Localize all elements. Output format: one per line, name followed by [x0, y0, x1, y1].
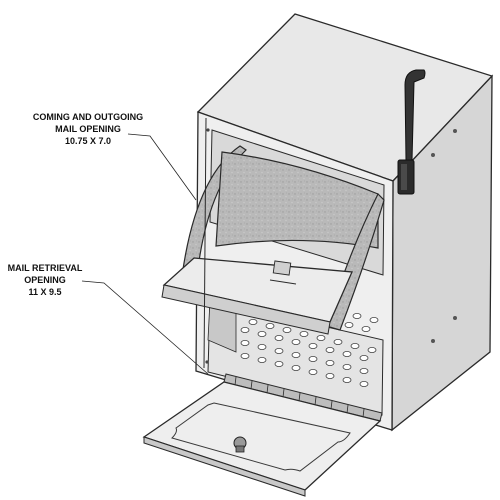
side-screw [453, 129, 457, 133]
side-screw [431, 339, 435, 343]
front-frame-edge [203, 117, 207, 369]
drop-door-tray-lip [161, 284, 331, 335]
callout-retrieval-opening-line: MAIL RETRIEVAL [7, 263, 83, 273]
tray-latch-slot [269, 279, 297, 285]
callout-mail-opening-line: COMING AND OUTGOING [32, 112, 144, 122]
tray-latch [272, 260, 292, 276]
callout-leader-lower [81, 280, 209, 375]
frame-screw [206, 128, 210, 132]
hinge-knuckles [234, 376, 365, 418]
retrieval-door-edge [143, 436, 306, 497]
callout-mail-opening: COMING AND OUTGOING MAIL OPENING 10.75 X… [8, 111, 168, 147]
side-screw [431, 153, 435, 157]
callout-mail-opening-line: MAIL OPENING [55, 124, 121, 134]
callout-mail-opening-line: 10.75 X 7.0 [64, 136, 112, 146]
callout-retrieval-opening-line: 11 X 9.5 [28, 287, 62, 297]
frame-screw [205, 360, 209, 364]
flag-bracket-face [401, 164, 407, 190]
retrieval-door-embossed-panel [171, 402, 351, 472]
callout-retrieval-opening-line: OPENING [24, 275, 66, 285]
side-screw [453, 316, 457, 320]
callout-retrieval-opening: MAIL RETRIEVAL OPENING 11 X 9.5 [0, 262, 90, 298]
flag-icon [404, 69, 426, 161]
drop-door-galvanized-panel [215, 151, 379, 249]
perforated-floor [240, 308, 379, 387]
callout-leader-upper [127, 133, 197, 201]
lock-cylinder [235, 445, 245, 453]
